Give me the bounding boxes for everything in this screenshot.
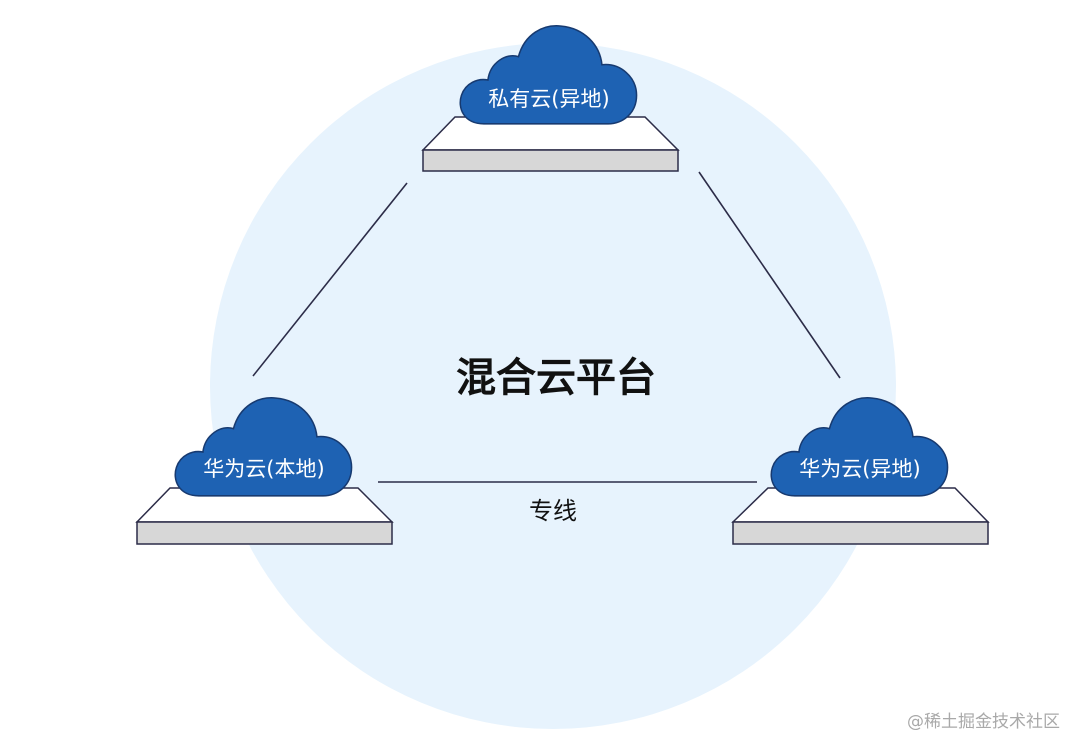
node-top: 私有云(异地) — [421, 24, 680, 172]
edge-top-right — [698, 171, 841, 379]
edge-top-left — [252, 182, 408, 377]
platform — [731, 487, 990, 545]
center-title: 混合云平台 — [456, 355, 656, 401]
node-left: 华为云(本地) — [135, 396, 394, 545]
watermark: @稀土掘金技术社区 — [907, 712, 1060, 732]
node-label: 华为云(本地) — [203, 457, 324, 481]
node-label: 华为云(异地) — [799, 457, 920, 481]
node-right: 华为云(异地) — [731, 396, 990, 545]
node-label: 私有云(异地) — [488, 87, 609, 111]
edge-label-dedicated-line: 专线 — [529, 497, 577, 525]
platform — [421, 116, 680, 172]
